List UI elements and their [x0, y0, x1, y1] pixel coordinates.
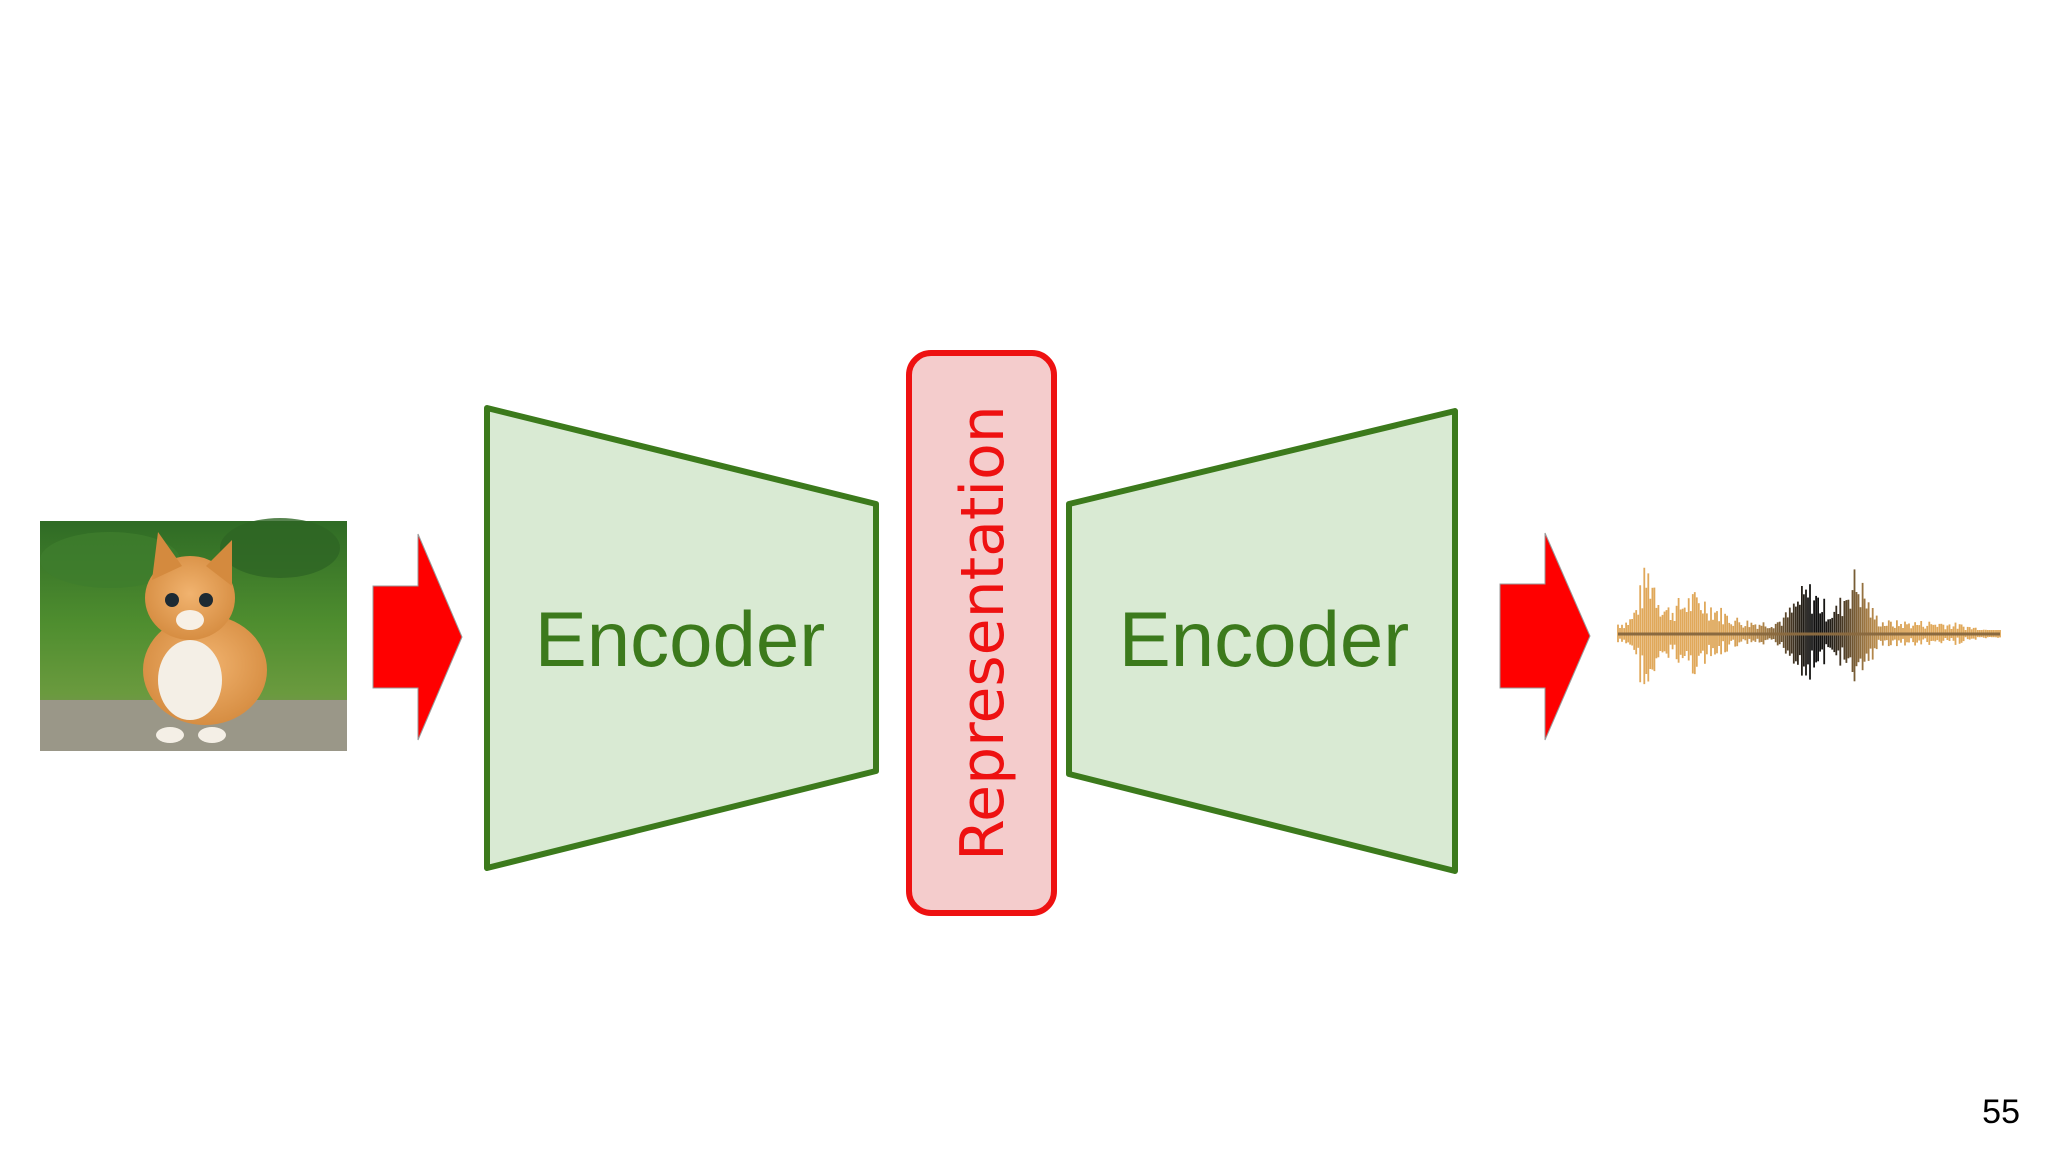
waveform-image [1617, 567, 2001, 685]
decoder-block: Encoder [1066, 408, 1458, 874]
encoder-block: Encoder [484, 405, 879, 871]
kitten-image [40, 518, 347, 751]
decoder-label: Encoder [1119, 595, 1410, 683]
output-arrow [1499, 532, 1591, 741]
representation-block: Representation [906, 350, 1057, 916]
input-arrow [372, 533, 463, 741]
representation-label: Representation [948, 405, 1018, 861]
representation-box [906, 350, 1057, 916]
page-number: 55 [1982, 1093, 2020, 1131]
decoder-shape [1066, 408, 1458, 874]
encoder-label: Encoder [535, 595, 826, 683]
encoder-shape [484, 405, 879, 871]
